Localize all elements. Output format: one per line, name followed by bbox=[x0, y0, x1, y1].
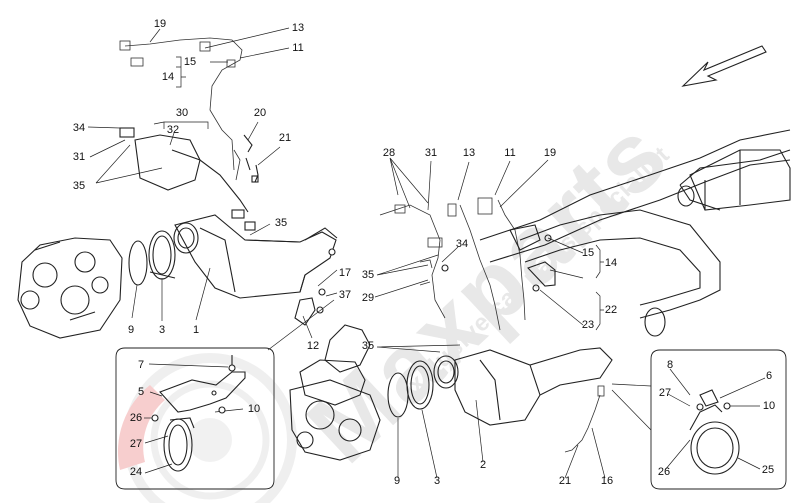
callout-34-left: 34 bbox=[72, 122, 86, 134]
callout-26-right: 26 bbox=[657, 466, 671, 478]
callout-25: 25 bbox=[761, 464, 775, 476]
exhaust-pipe-right bbox=[479, 129, 791, 337]
callout-34-center: 34 bbox=[455, 238, 469, 250]
callout-15-top: 15 bbox=[183, 56, 197, 68]
turbocharger-left bbox=[17, 237, 123, 339]
callout-11-center: 11 bbox=[504, 147, 516, 159]
callout-14-right: 14 bbox=[604, 257, 618, 269]
direction-arrow bbox=[681, 45, 767, 87]
gasket-lower bbox=[387, 372, 409, 418]
callout-14-top: 14 bbox=[161, 71, 175, 83]
sensor-bracket-assembly bbox=[119, 127, 256, 231]
callout-2: 2 bbox=[479, 459, 487, 471]
callout-11-top: 11 bbox=[292, 42, 304, 54]
callout-12: 12 bbox=[306, 340, 320, 352]
clamp-24 bbox=[163, 417, 195, 472]
bracket-6 bbox=[699, 389, 719, 407]
sensor-20 bbox=[243, 134, 253, 171]
bolt-7 bbox=[228, 355, 236, 372]
catalytic-converter-lower bbox=[454, 347, 613, 426]
oxygen-sensor-harness-center bbox=[379, 197, 526, 331]
clamp-lower bbox=[406, 360, 434, 410]
callout-28: 28 bbox=[382, 147, 396, 159]
callout-27-right: 27 bbox=[658, 387, 672, 399]
clamp-upper bbox=[148, 230, 176, 280]
detail-box-right bbox=[611, 349, 787, 490]
exhaust-manifold-lower bbox=[299, 324, 371, 406]
oxygen-sensor-harness-upper bbox=[119, 37, 243, 181]
callout-35-upper: 35 bbox=[274, 217, 288, 229]
callout-9-upper: 9 bbox=[127, 324, 135, 336]
callout-37: 37 bbox=[338, 289, 352, 301]
callout-8: 8 bbox=[666, 359, 674, 371]
muffler-right bbox=[689, 149, 791, 211]
catalyst-flange-upper bbox=[173, 222, 199, 254]
callout-23: 23 bbox=[581, 319, 595, 331]
callout-5: 5 bbox=[137, 386, 145, 398]
catalyst-flange-lower bbox=[433, 355, 459, 389]
callout-21-lower: 21 bbox=[558, 475, 572, 487]
catalytic-converter-upper bbox=[174, 214, 338, 299]
callout-7: 7 bbox=[137, 359, 145, 371]
callout-3-lower: 3 bbox=[433, 475, 441, 487]
turbocharger-lower bbox=[289, 379, 381, 461]
bracket-12 bbox=[294, 288, 326, 326]
callout-6: 6 bbox=[765, 370, 773, 382]
callout-17: 17 bbox=[338, 267, 352, 279]
callout-10-left: 10 bbox=[247, 403, 261, 415]
callout-29: 29 bbox=[361, 292, 375, 304]
callout-13-center: 13 bbox=[462, 147, 476, 159]
callout-19-center: 19 bbox=[543, 147, 557, 159]
callout-32: 32 bbox=[166, 124, 180, 136]
callout-15-right: 15 bbox=[581, 247, 595, 259]
callout-35-center: 35 bbox=[361, 269, 375, 281]
detail-box-left bbox=[115, 299, 335, 490]
callout-26-left: 26 bbox=[129, 412, 143, 424]
callout-10-right: 10 bbox=[762, 400, 776, 412]
bracket-22-23 bbox=[527, 261, 556, 292]
watermark-wheel-logo bbox=[117, 353, 297, 503]
callout-21-top: 21 bbox=[278, 132, 292, 144]
fasteners bbox=[151, 248, 731, 422]
clamp-25 bbox=[689, 404, 740, 475]
callout-31-left: 31 bbox=[72, 151, 86, 163]
callout-1: 1 bbox=[192, 324, 200, 336]
callout-3-upper: 3 bbox=[158, 324, 166, 336]
callout-19-top: 19 bbox=[153, 18, 167, 30]
sensor-21 bbox=[251, 164, 259, 183]
callout-24: 24 bbox=[129, 466, 143, 478]
callout-30: 30 bbox=[175, 107, 189, 119]
callout-16: 16 bbox=[600, 475, 614, 487]
leader-lines bbox=[87, 27, 766, 479]
callout-31-center: 31 bbox=[424, 147, 438, 159]
sensor-16-21 bbox=[564, 385, 605, 453]
callout-35-left: 35 bbox=[72, 180, 86, 192]
gasket-upper bbox=[128, 240, 148, 286]
pipe-bracket-15 bbox=[509, 224, 552, 251]
callout-13-top: 13 bbox=[291, 22, 305, 34]
callout-27-left: 27 bbox=[129, 438, 143, 450]
bracket-5 bbox=[159, 371, 246, 413]
callout-9-lower: 9 bbox=[393, 475, 401, 487]
callout-22: 22 bbox=[604, 304, 618, 316]
callout-35-lower: 35 bbox=[361, 340, 375, 352]
callout-20: 20 bbox=[253, 107, 267, 119]
